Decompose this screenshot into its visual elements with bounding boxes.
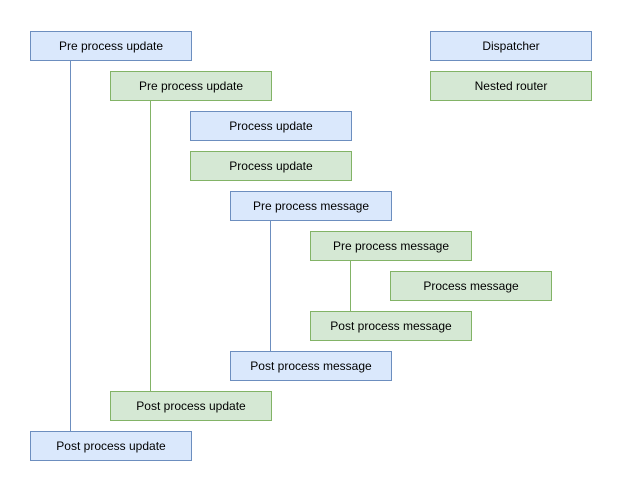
node-dispatcher-post-process-update: Post process update [30, 431, 192, 461]
legend-dispatcher: Dispatcher [430, 31, 592, 61]
connector-dispatcher-message-lifeline [270, 221, 271, 351]
node-dispatcher-process-update: Process update [190, 111, 352, 141]
legend-nested-router: Nested router [430, 71, 592, 101]
connector-dispatcher-update-lifeline [70, 61, 71, 431]
node-router-post-process-message: Post process message [310, 311, 472, 341]
node-router-process-message: Process message [390, 271, 552, 301]
node-dispatcher-pre-process-message: Pre process message [230, 191, 392, 221]
connector-router-update-lifeline [150, 101, 151, 391]
node-dispatcher-post-process-message: Post process message [230, 351, 392, 381]
node-router-process-update: Process update [190, 151, 352, 181]
node-router-post-process-update: Post process update [110, 391, 272, 421]
node-router-pre-process-update: Pre process update [110, 71, 272, 101]
node-router-pre-process-message: Pre process message [310, 231, 472, 261]
node-dispatcher-pre-process-update: Pre process update [30, 31, 192, 61]
connector-router-message-lifeline [350, 261, 351, 311]
